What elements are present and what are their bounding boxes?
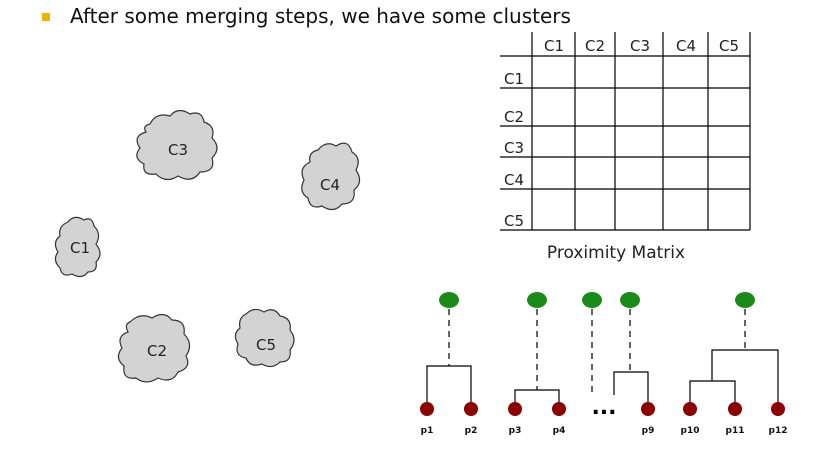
cluster-c4: C4 bbox=[301, 142, 361, 211]
matrix-row-label: C5 bbox=[504, 212, 524, 230]
proximity-matrix bbox=[500, 32, 751, 231]
matrix-col-label: C1 bbox=[544, 37, 564, 55]
leaf-node bbox=[771, 402, 785, 416]
leaf-node bbox=[420, 402, 434, 416]
cluster-blob bbox=[117, 313, 191, 383]
cluster-c2: C2 bbox=[117, 313, 191, 383]
leaf-node bbox=[683, 402, 697, 416]
leaf-node bbox=[552, 402, 566, 416]
dendrogram-forest bbox=[426, 309, 779, 402]
cluster-label: C5 bbox=[256, 336, 276, 354]
root-node bbox=[582, 292, 602, 308]
cluster-blob bbox=[301, 142, 361, 211]
cluster-label: C4 bbox=[320, 176, 340, 194]
cluster-blob bbox=[234, 308, 295, 368]
cluster-c1: C1 bbox=[54, 216, 101, 278]
bullet-icon bbox=[42, 13, 50, 21]
leaf-node bbox=[728, 402, 742, 416]
matrix-col-label: C3 bbox=[630, 37, 650, 55]
matrix-row-label: C3 bbox=[504, 139, 524, 157]
leaf-node bbox=[508, 402, 522, 416]
leaf-label: p4 bbox=[553, 426, 566, 436]
leaf-label: p11 bbox=[726, 426, 745, 436]
matrix-col-label: C5 bbox=[719, 37, 739, 55]
dendrogram-nodes bbox=[420, 292, 785, 416]
root-node bbox=[527, 292, 547, 308]
matrix-row-label: C4 bbox=[504, 171, 524, 189]
cluster-blob bbox=[54, 216, 101, 278]
bullet-row: After some merging steps, we have some c… bbox=[42, 4, 571, 28]
matrix-caption: Proximity Matrix bbox=[547, 243, 685, 263]
leaf-node bbox=[464, 402, 478, 416]
matrix-row-label: C2 bbox=[504, 108, 524, 126]
bullet-text: After some merging steps, we have some c… bbox=[70, 4, 571, 28]
cluster-label: C1 bbox=[70, 239, 90, 257]
cluster-blob bbox=[136, 109, 218, 181]
root-node bbox=[735, 292, 755, 308]
cluster-c3: C3 bbox=[136, 109, 218, 181]
ellipsis-text: ... bbox=[591, 395, 616, 420]
leaf-label: p10 bbox=[681, 426, 700, 436]
matrix-col-label: C4 bbox=[676, 37, 696, 55]
root-node bbox=[620, 292, 640, 308]
leaf-label: p9 bbox=[642, 426, 655, 436]
cluster-label: C2 bbox=[147, 342, 167, 360]
leaf-label: p12 bbox=[769, 426, 788, 436]
cluster-label: C3 bbox=[168, 141, 188, 159]
leaf-label: p1 bbox=[421, 426, 434, 436]
cluster-c5: C5 bbox=[234, 308, 295, 368]
leaf-label: p2 bbox=[465, 426, 478, 436]
leaf-node bbox=[641, 402, 655, 416]
matrix-row-label: C1 bbox=[504, 70, 524, 88]
root-node bbox=[439, 292, 459, 308]
leaf-label: p3 bbox=[509, 426, 522, 436]
matrix-col-label: C2 bbox=[585, 37, 605, 55]
